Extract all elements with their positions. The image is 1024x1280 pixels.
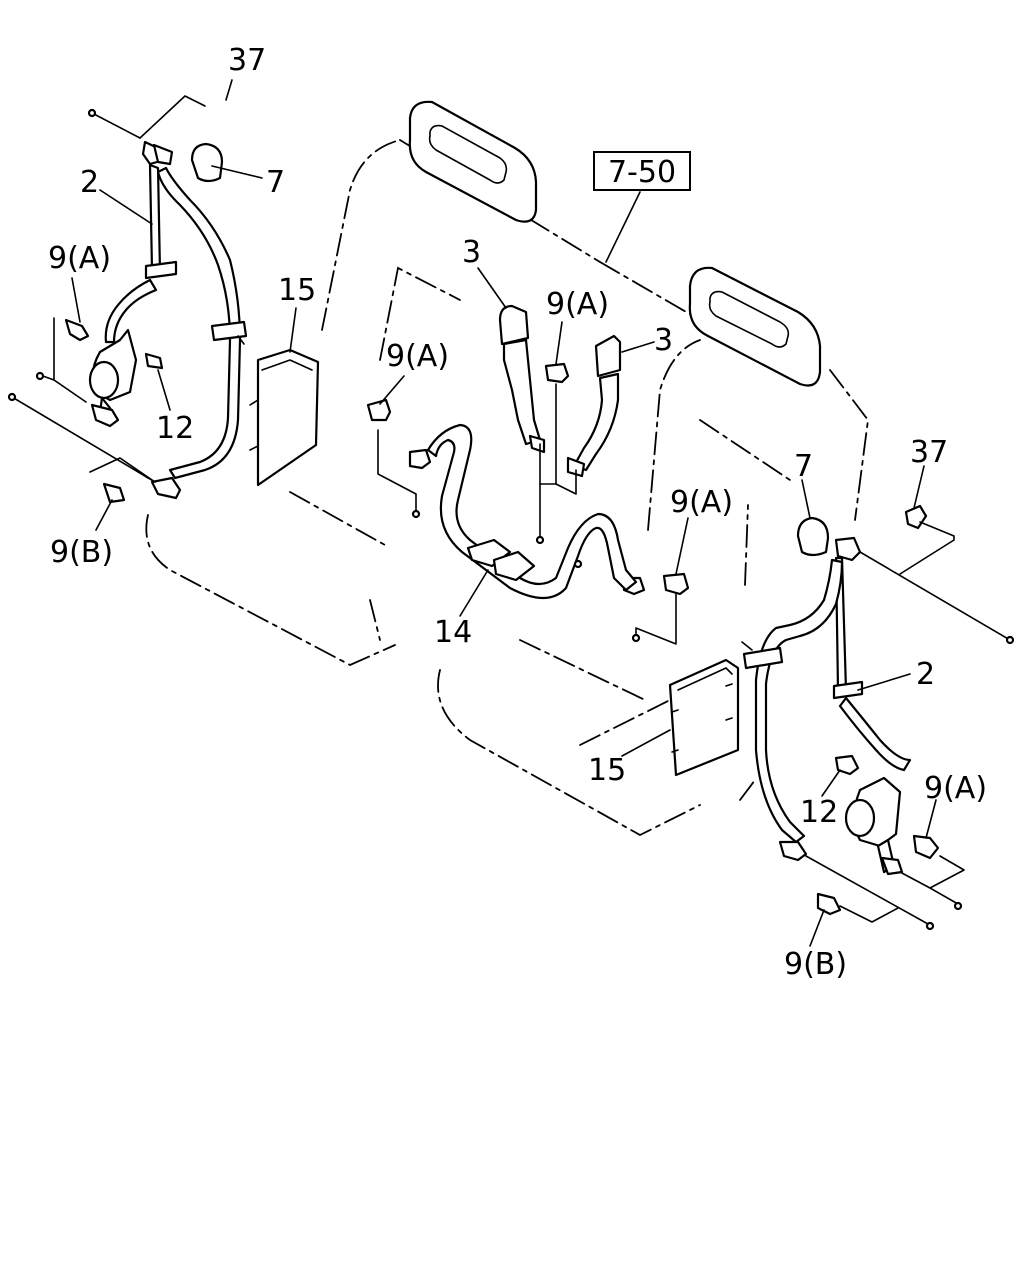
- reference-box: 7-50: [593, 151, 691, 263]
- label-9b-right: 9(B): [784, 947, 847, 982]
- left-headrest: [408, 100, 538, 223]
- label-9a-left: 9(A): [48, 241, 111, 276]
- label-9b-left: 9(B): [50, 535, 113, 570]
- right-headrest: [688, 266, 822, 387]
- label-3-right: 3: [654, 323, 673, 358]
- label-37-left: 37: [228, 43, 266, 78]
- reference-box-label: 7-50: [608, 155, 676, 190]
- label-7-right: 7: [794, 449, 813, 484]
- left-trim-panel: [249, 348, 320, 487]
- left-seat-belt-assembly: [7, 95, 248, 504]
- label-9a-center: 9(A): [546, 287, 609, 322]
- label-37-right: 37: [910, 435, 948, 470]
- part-labels: 37 7 2 9(A) 12 9(B) 15 9(A) 3 9(A) 3 14 …: [48, 43, 987, 982]
- center-belt-assembly: [366, 304, 690, 645]
- callout-leaders: [71, 79, 937, 947]
- label-15-left: 15: [278, 273, 316, 308]
- label-12-right: 12: [800, 795, 838, 830]
- label-3-left: 3: [462, 235, 481, 270]
- right-trim-panel: [668, 658, 740, 777]
- label-2-right: 2: [916, 657, 935, 692]
- label-9a-right: 9(A): [924, 771, 987, 806]
- right-seat-belt-assembly: [741, 504, 1015, 931]
- label-9a-center-right: 9(A): [670, 485, 733, 520]
- label-9a-center-left: 9(A): [386, 339, 449, 374]
- label-7-left: 7: [266, 165, 285, 200]
- label-12-left: 12: [156, 411, 194, 446]
- label-15-right: 15: [588, 753, 626, 788]
- label-14: 14: [434, 615, 472, 650]
- label-2-left: 2: [80, 165, 99, 200]
